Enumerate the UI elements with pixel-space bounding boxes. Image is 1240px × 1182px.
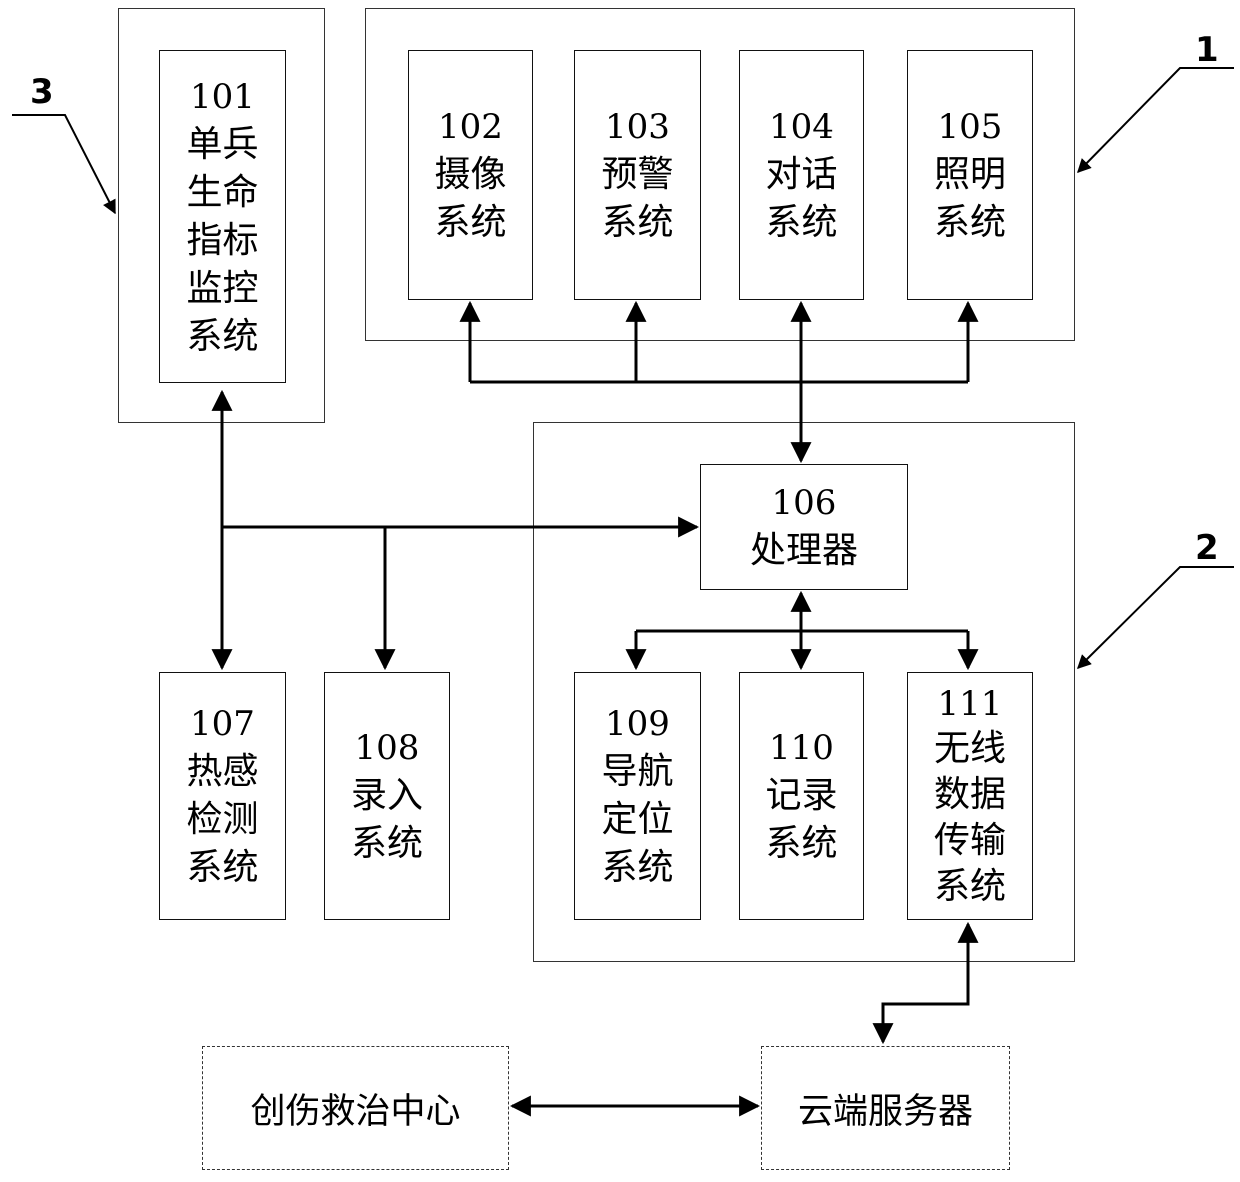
- box-103-code: 103: [598, 103, 678, 151]
- box-105-label: 照明系统: [930, 151, 1010, 247]
- box-109-navigation: 109 导航定位系统: [574, 672, 701, 920]
- box-102-label: 摄像系统: [431, 151, 511, 247]
- box-107-label: 热感检测系统: [183, 748, 263, 892]
- box-107-code: 107: [183, 700, 263, 748]
- box-104-label: 对话系统: [762, 151, 842, 247]
- box-101-vital-monitor: 101 单兵生命指标监控系统: [159, 50, 286, 383]
- box-111-label: 无线数据传输系统: [930, 726, 1010, 910]
- callout-leader-3: [12, 115, 115, 213]
- cloud-server-label: 云端服务器: [798, 1083, 973, 1134]
- box-101-label: 单兵生命指标监控系统: [183, 121, 263, 361]
- box-106-code: 106: [739, 479, 869, 527]
- callout-2: 2: [1195, 528, 1219, 568]
- cloud-server-box: 云端服务器: [761, 1046, 1010, 1170]
- box-105-code: 105: [930, 103, 1010, 151]
- callout-1: 1: [1195, 30, 1219, 70]
- box-109-label: 导航定位系统: [598, 748, 678, 892]
- box-110-label: 记录系统: [762, 772, 842, 868]
- callout-leader-1: [1078, 68, 1234, 172]
- box-110-record: 110 记录系统: [739, 672, 864, 920]
- trauma-center-box: 创伤救治中心: [202, 1046, 509, 1170]
- trauma-center-label: 创伤救治中心: [250, 1083, 460, 1134]
- box-102-camera: 102 摄像系统: [408, 50, 533, 300]
- box-103-warning: 103 预警系统: [574, 50, 701, 300]
- box-111-wireless: 111 无线数据传输系统: [907, 672, 1033, 920]
- arrow-111-cloud: [883, 924, 968, 1042]
- box-110-code: 110: [762, 724, 842, 772]
- box-106-label: 处理器: [739, 527, 869, 575]
- box-104-dialogue: 104 对话系统: [739, 50, 864, 300]
- box-108-code: 108: [347, 724, 427, 772]
- box-108-label: 录入系统: [347, 772, 427, 868]
- box-101-code: 101: [183, 73, 263, 121]
- box-105-lighting: 105 照明系统: [907, 50, 1033, 300]
- box-106-processor: 106 处理器: [700, 464, 908, 590]
- box-111-code: 111: [930, 682, 1010, 726]
- box-107-thermal: 107 热感检测系统: [159, 672, 286, 920]
- callout-leader-2: [1078, 567, 1234, 668]
- box-102-code: 102: [431, 103, 511, 151]
- box-104-code: 104: [762, 103, 842, 151]
- box-108-input: 108 录入系统: [324, 672, 450, 920]
- box-109-code: 109: [598, 700, 678, 748]
- callout-3: 3: [30, 72, 54, 112]
- box-103-label: 预警系统: [598, 151, 678, 247]
